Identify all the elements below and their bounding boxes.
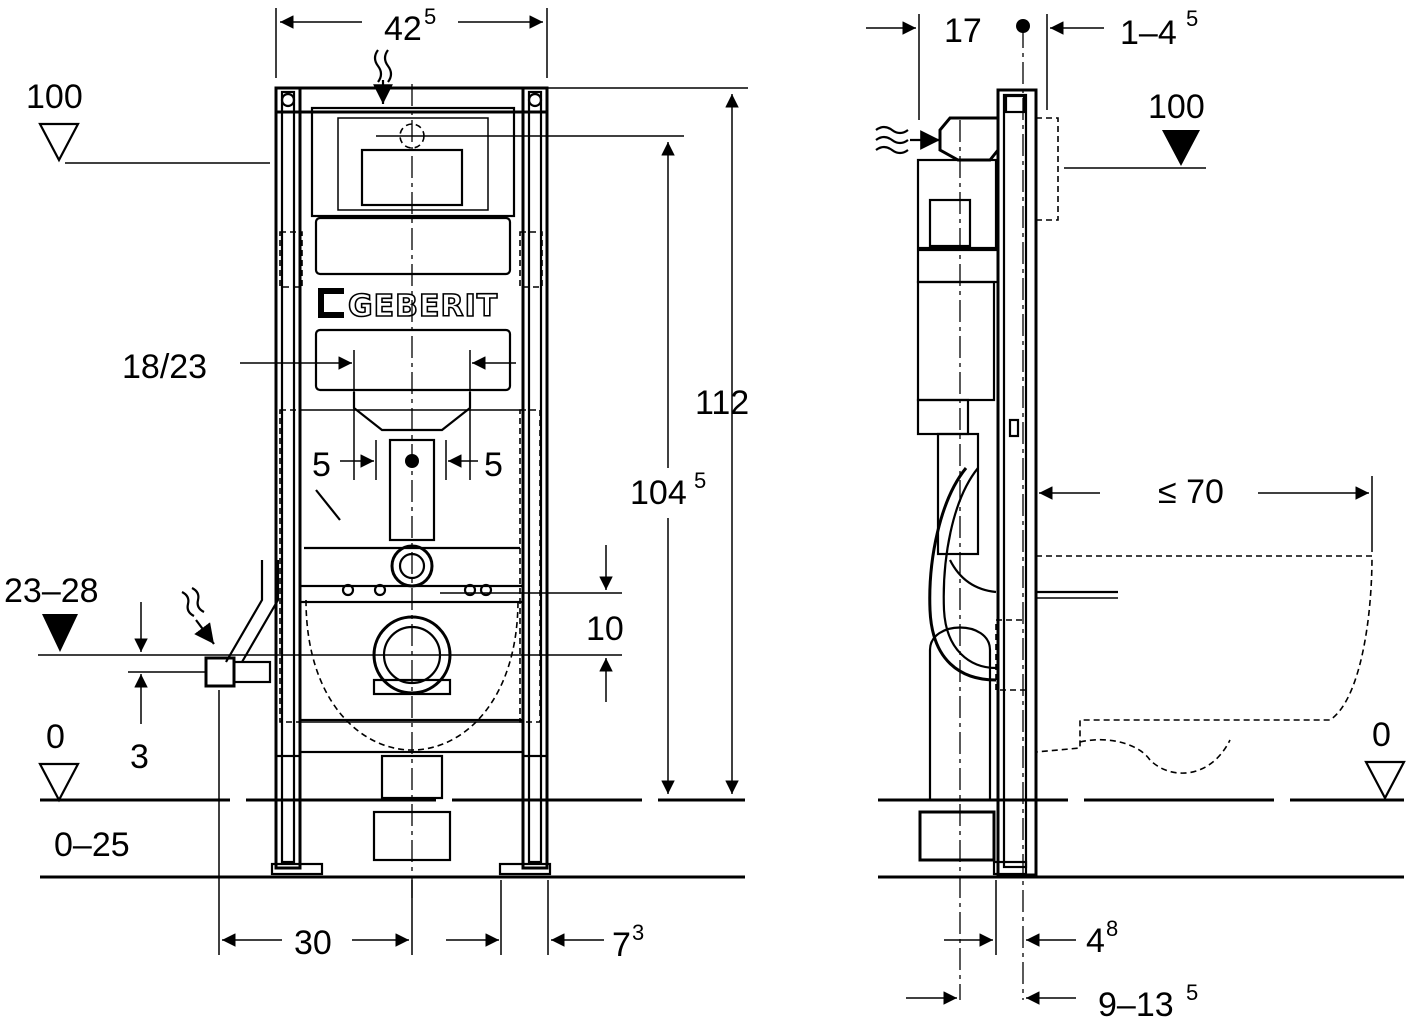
flow-symbol-supply xyxy=(181,587,205,617)
front-view: GEBERIT xyxy=(4,4,749,964)
dim-depth-top-label: 17 xyxy=(944,12,982,50)
dim-slots-label: 18/23 xyxy=(122,348,207,386)
dim-foot-sup: 3 xyxy=(632,920,644,945)
side-floor-level-label: 0 xyxy=(1372,716,1391,754)
side-level-100-label: 100 xyxy=(1148,88,1205,126)
dim-foot-label: 7 xyxy=(612,926,631,964)
dim-frame-depth-sup: 8 xyxy=(1106,916,1118,941)
dim-frame-depth-label: 4 xyxy=(1086,922,1105,960)
side-level-triangle-floor xyxy=(1364,760,1406,801)
wall-hung-toilet xyxy=(1035,555,1373,774)
side-flow-symbol xyxy=(875,125,909,155)
dim-supply-lateral-label: 30 xyxy=(294,924,332,962)
flow-symbol-top xyxy=(373,49,393,83)
dim-width-sup: 5 xyxy=(424,4,436,29)
dim-offset-left-label: 5 xyxy=(312,446,331,484)
dim-projection-label: ≤ 70 xyxy=(1158,473,1224,511)
dim-104-label: 104 xyxy=(630,474,687,512)
dim-width-label: 42 xyxy=(384,10,422,48)
dim-wall-gap-label: 1–4 xyxy=(1120,14,1177,52)
floor-level-label: 0 xyxy=(46,718,65,756)
dim-wall-depth-label: 9–13 xyxy=(1098,986,1174,1024)
level-triangle-top xyxy=(38,122,80,163)
dim-112-label: 112 xyxy=(695,384,749,422)
water-supply-pipe xyxy=(204,489,341,688)
geberit-logo: GEBERIT xyxy=(318,288,498,325)
dim-drain-height-label: 10 xyxy=(586,610,624,648)
level-triangle-floor xyxy=(38,762,80,803)
side-view: 17 1–4 5 100 ≤ 70 0 4 8 9–13 5 xyxy=(866,6,1406,1024)
dim-wall-depth-sup: 5 xyxy=(1186,980,1198,1005)
dim-supply-height-label: 23–28 xyxy=(4,572,99,610)
dim-104-sup: 5 xyxy=(694,468,706,493)
side-level-triangle-top xyxy=(1162,130,1200,166)
dim-floor-adjust-label: 0–25 xyxy=(54,826,130,864)
side-frame xyxy=(992,88,1059,877)
side-cistern xyxy=(916,116,1000,862)
brand-logo-text: GEBERIT xyxy=(348,289,498,324)
dim-supply-offset-label: 3 xyxy=(130,738,149,776)
level-100-label: 100 xyxy=(26,78,83,116)
cistern xyxy=(310,106,516,432)
level-triangle-supply xyxy=(42,614,78,652)
dim-wall-gap-sup: 5 xyxy=(1186,6,1198,31)
dim-offset-right-label: 5 xyxy=(484,446,503,484)
